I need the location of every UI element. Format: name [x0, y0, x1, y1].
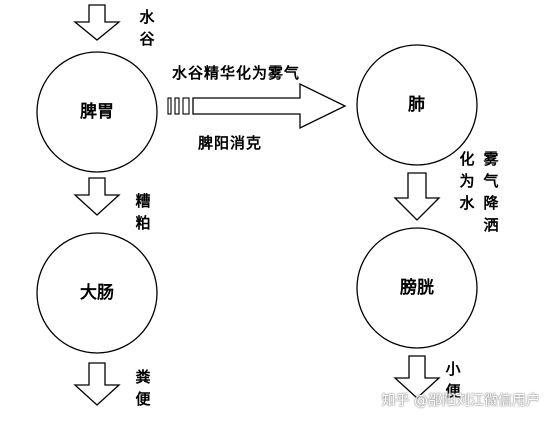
node-label-lung: 肺 — [408, 95, 425, 115]
edge-label-dregs: 糟粕 — [135, 192, 151, 232]
arrow-down-to-large-intestine — [73, 177, 121, 216]
node-spleen-stomach-circle — [36, 51, 158, 173]
arrow-output-urine — [393, 355, 441, 399]
edge-label-spleen-yang-digest: 脾阳消克 — [198, 134, 263, 152]
edge-label-water-grain: 水谷 — [139, 8, 155, 48]
arrow-down-to-bladder — [393, 172, 441, 221]
edge-label-feces: 粪便 — [135, 368, 151, 408]
node-lung-circle — [356, 44, 478, 166]
watermark: 知乎 @邵阳刘江微信用户 — [381, 393, 540, 409]
node-label-spleen-stomach: 脾胃 — [80, 102, 114, 122]
node-label-bladder: 膀胱 — [400, 278, 434, 298]
edge-label-turns-to-water: 化为水 — [459, 150, 475, 212]
edge-label-essence-to-mist: 水谷精华化为雾气 — [172, 64, 301, 82]
edge-label-mist-falls: 雾气降洒 — [483, 150, 499, 234]
arrow-right-to-lung — [192, 82, 347, 130]
node-label-large-intestine: 大肠 — [80, 283, 114, 303]
arrow-right-tail-bar-1 — [167, 97, 172, 115]
arrow-right-tail-bar-2 — [174, 97, 180, 115]
arrow-right-tail-bar-3 — [182, 97, 190, 115]
edge-label-urine: 小便 — [445, 360, 461, 400]
arrow-output-feces — [73, 362, 121, 406]
arrow-input-down — [73, 4, 121, 41]
node-bladder-circle — [356, 227, 478, 349]
node-large-intestine-circle — [36, 232, 158, 354]
